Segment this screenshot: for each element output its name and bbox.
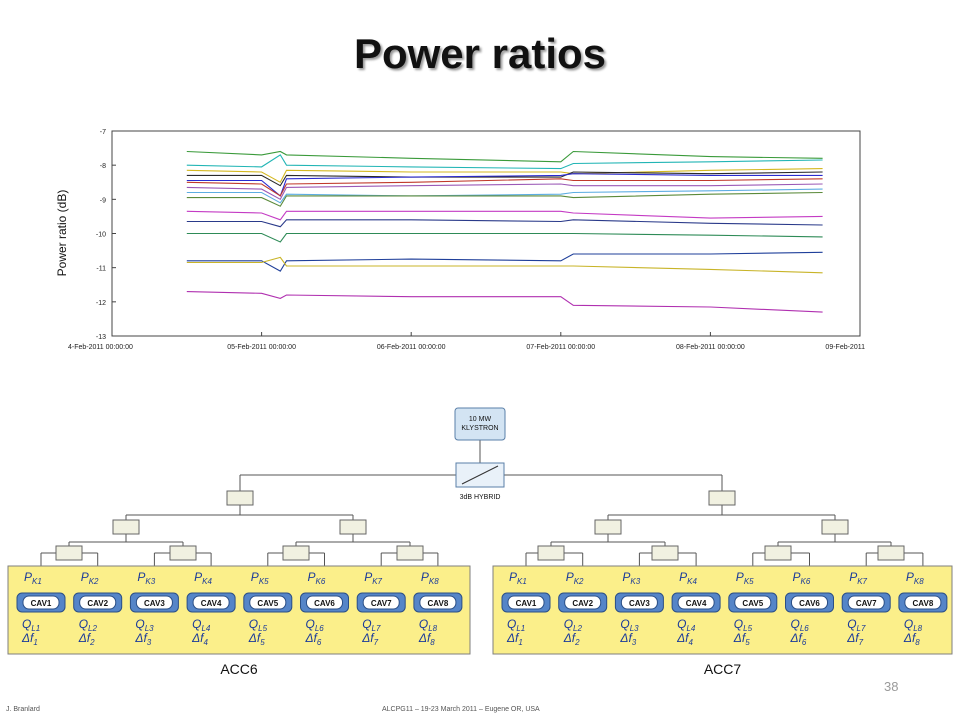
y-tick-label: -8: [100, 163, 106, 170]
cavity-label: CAV5: [742, 599, 763, 608]
y-ticks: -7 -8 -9 -10 -11 -12 -13: [96, 129, 116, 341]
series-line: [186, 219, 823, 228]
cryomodule-label: ACC6: [220, 661, 258, 677]
series-line: [186, 210, 823, 221]
y-tick-label: -12: [96, 300, 106, 307]
series-line: [186, 291, 823, 313]
klystron-box: [454, 407, 506, 441]
page-number: 38: [884, 679, 899, 694]
coupler-box: [821, 519, 849, 535]
cavity: CAV6: [300, 592, 349, 613]
y-tick-label: -10: [96, 232, 106, 239]
cavity: CAV8: [898, 592, 948, 613]
series-line: [186, 150, 823, 163]
y-axis-label: Power ratio (dB): [55, 190, 69, 277]
y-tick-label: -13: [96, 334, 106, 341]
coupler-box: [282, 545, 310, 561]
cavity: CAV7: [356, 592, 406, 613]
series-group: [186, 150, 823, 313]
cavity: CAV2: [73, 592, 123, 613]
series-line: [186, 154, 823, 170]
coupler-box: [651, 545, 679, 561]
cavity: CAV3: [614, 592, 664, 613]
coupler-box: [594, 519, 622, 535]
cavity-label: CAV8: [913, 599, 934, 608]
klystron-label: 10 MW: [469, 416, 492, 423]
series-line: [186, 256, 823, 274]
cavity-label: CAV5: [257, 599, 278, 608]
x-tick-label: 07-Feb-2011 00:00:00: [526, 344, 595, 351]
hybrid: 3dB HYBRID: [455, 462, 505, 501]
klystron-label: KLYSTRON: [461, 425, 498, 432]
cavity-label: CAV7: [856, 599, 877, 608]
coupler-box: [764, 545, 792, 561]
coupler-box: [112, 519, 140, 535]
series-line: [186, 178, 823, 197]
klystron: 10 MW KLYSTRON: [454, 407, 506, 441]
x-tick-label: 4-Feb-2011 00:00:00: [68, 344, 133, 351]
y-tick-label: -11: [96, 266, 106, 273]
series-line: [186, 251, 823, 272]
slide-title: Power ratios: [353, 30, 607, 77]
cavity: CAV4: [671, 592, 721, 613]
coupler-box: [708, 490, 736, 506]
cavity-label: CAV3: [629, 599, 650, 608]
footer-author: J. Branlard: [6, 706, 40, 713]
coupler-box: [55, 545, 83, 561]
coupler-box: [169, 545, 197, 561]
cryomodule-label: ACC7: [704, 661, 742, 677]
cryomodules: PK1CAV1QL1Δf1PK2CAV2QL2Δf2PK3CAV3QL3Δf3P…: [7, 490, 953, 677]
hybrid-label: 3dB HYBRID: [460, 494, 501, 501]
cavity-label: CAV1: [516, 599, 537, 608]
cavity: CAV8: [413, 592, 463, 613]
power-ratio-chart: Power ratio (dB) -7 -8 -9 -10 -11 -12 -13 4-Fe…: [55, 129, 865, 351]
cavity: CAV1: [501, 592, 551, 613]
y-tick-label: -7: [100, 129, 106, 136]
cavity: CAV2: [558, 592, 608, 613]
coupler-box: [537, 545, 565, 561]
footer-conference: ALCPG11 – 19-23 March 2011 – Eugene OR, …: [382, 706, 540, 713]
cavity-label: CAV6: [799, 599, 820, 608]
coupler-box: [339, 519, 367, 535]
x-tick-label: 08-Feb-2011 00:00:00: [676, 344, 745, 351]
cavity-label: CAV7: [371, 599, 392, 608]
cavity: CAV1: [16, 592, 66, 613]
cavity: CAV7: [841, 592, 891, 613]
cavity: CAV4: [186, 592, 236, 613]
series-line: [186, 191, 823, 207]
hybrid-arrow-icon: [461, 465, 499, 485]
series-line: [186, 183, 823, 201]
cavity-label: CAV1: [31, 599, 52, 608]
cavity: CAV5: [243, 592, 293, 613]
x-tick-label: 05-Feb-2011 00:00:00: [227, 344, 296, 351]
distribution-lines: [40, 440, 924, 593]
cavity-label: CAV4: [201, 599, 222, 608]
x-tick-label: 09-Feb-2011: [825, 344, 865, 351]
x-tick-label: 06-Feb-2011 00:00:00: [377, 344, 446, 351]
cavity-label: CAV8: [428, 599, 449, 608]
cavity-label: CAV6: [314, 599, 335, 608]
cavity-label: CAV3: [144, 599, 165, 608]
cavity-label: CAV2: [572, 599, 593, 608]
x-ticks: 4-Feb-2011 00:00:00 05-Feb-2011 00:00:00 0…: [68, 332, 865, 351]
series-line: [186, 168, 823, 184]
series-line: [186, 173, 823, 197]
coupler-box: [396, 545, 424, 561]
cavity-label: CAV4: [686, 599, 707, 608]
series-line: [186, 232, 823, 243]
cavity-label: CAV2: [87, 599, 108, 608]
coupler-box: [226, 490, 254, 506]
cavity: CAV3: [129, 592, 179, 613]
coupler-box: [877, 545, 905, 561]
cavity: CAV5: [728, 592, 778, 613]
cavity: CAV6: [785, 592, 834, 613]
y-tick-label: -9: [100, 197, 106, 204]
